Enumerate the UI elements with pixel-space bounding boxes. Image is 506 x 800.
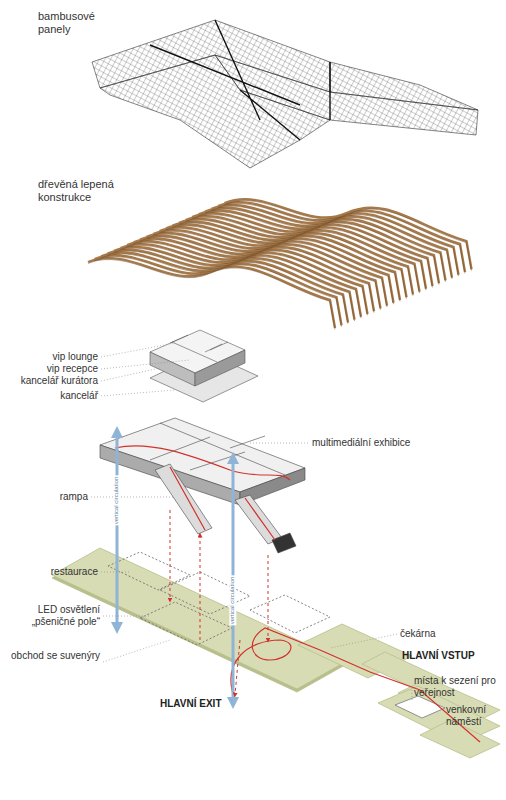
leader-line: [91, 343, 412, 700]
exhibition-level: [100, 418, 305, 553]
zone-label: multimediální exhibice: [312, 437, 462, 449]
room-label: čekárna: [400, 628, 490, 640]
room-label: restaurace: [0, 566, 98, 578]
vertical-circulation-arrow: [117, 432, 233, 703]
room-label: kancelář: [0, 390, 98, 402]
entrance-label: HLAVNÍ VSTUP: [402, 650, 502, 662]
structure-label: dřevěná lepená konstrukce: [38, 178, 148, 204]
exit-label: HLAVNÍ EXIT: [160, 698, 250, 710]
room-label: obchod se suvenýry: [0, 650, 100, 662]
circulation-drop: [170, 510, 268, 695]
circulation-label: vertical circulation: [229, 575, 236, 625]
square-label: venkovní náměstí: [446, 704, 504, 728]
room-label: vip recepce: [0, 363, 98, 375]
seating-label: místa k sezení pro veřejnost: [414, 675, 504, 699]
room-label: kancelář kurátora: [0, 375, 98, 387]
glulam-rib: [225, 199, 472, 269]
glulam-structure: [88, 199, 472, 329]
room-label: vip lounge: [0, 351, 98, 363]
office-floor: [150, 330, 258, 402]
glulam-rib-edge: [225, 201, 472, 271]
panel-label: bambusové panely: [38, 10, 118, 36]
glulam-rib: [218, 202, 465, 272]
lighting-label: LED osvětlení „pšeničné pole“: [0, 604, 100, 628]
glulam-rib: [212, 205, 459, 275]
bamboo-panels: [92, 20, 478, 168]
circulation-label: vertical circulation: [113, 475, 120, 525]
ramp-label: rampa: [0, 491, 88, 503]
